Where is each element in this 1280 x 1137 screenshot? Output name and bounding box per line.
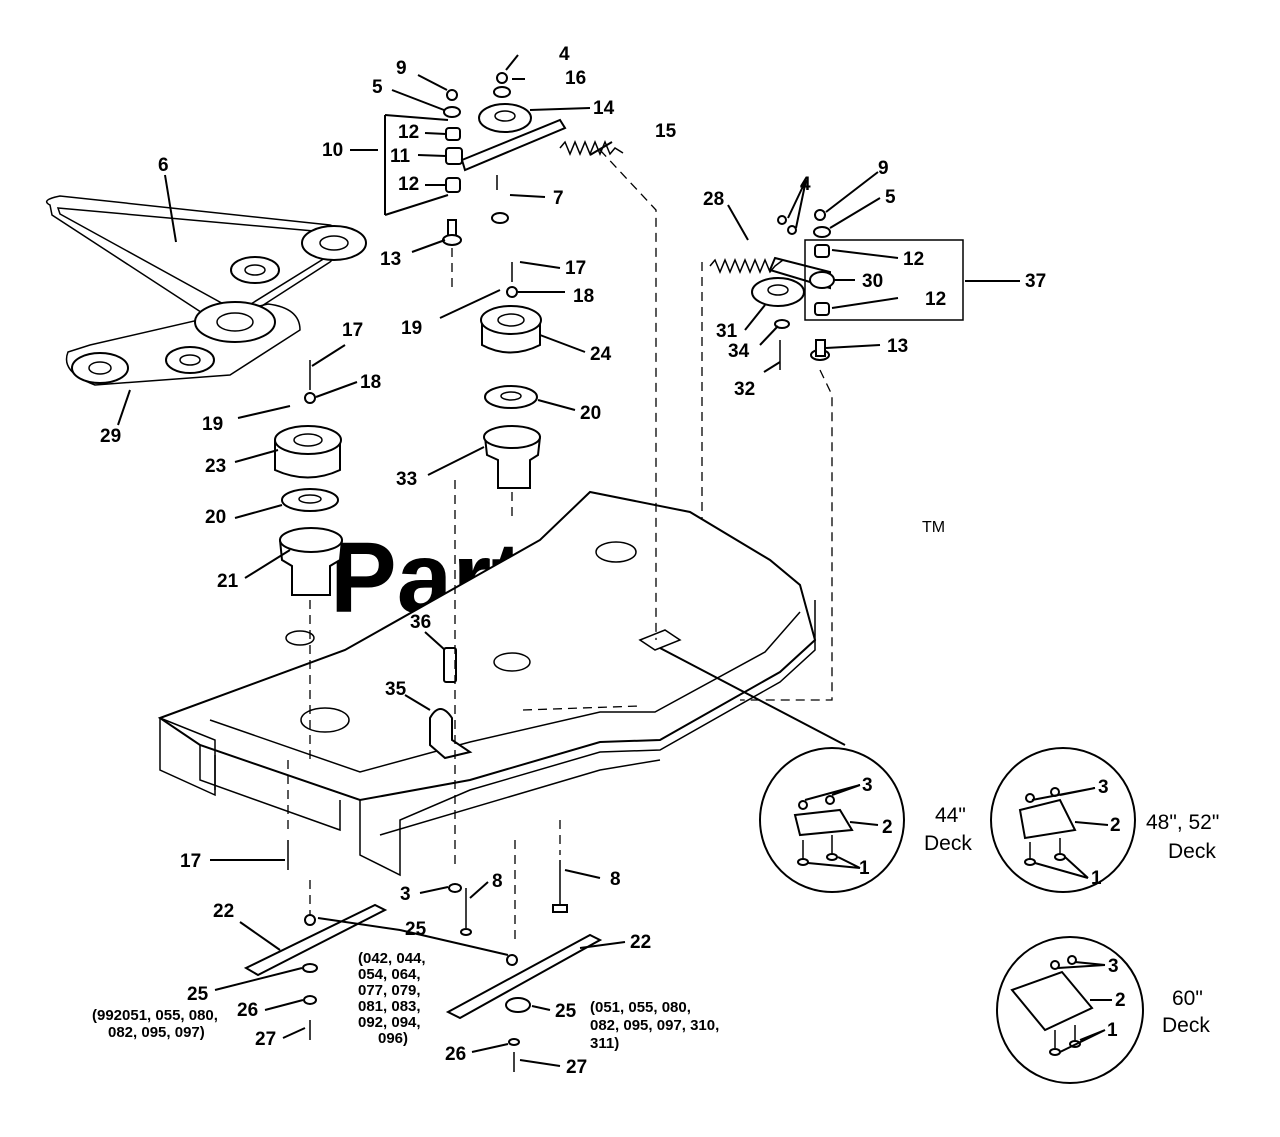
belt-assembly xyxy=(45,195,367,386)
callout-24: 24 xyxy=(590,344,612,365)
callout-17: 17 xyxy=(180,851,201,872)
spindle-center xyxy=(480,262,542,489)
callout-4: 4 xyxy=(800,174,811,195)
deck-detail-44 xyxy=(659,647,905,893)
callout-10: 10 xyxy=(322,140,343,161)
callout-18: 18 xyxy=(573,286,594,307)
callout-13: 13 xyxy=(887,336,908,357)
note-mid-line5: 092, 094, xyxy=(358,1014,421,1031)
callout-22: 22 xyxy=(213,901,234,922)
deck-detail-48-52 xyxy=(990,747,1136,893)
detail-48-callout-3: 3 xyxy=(1098,777,1109,798)
idler-assembly-right xyxy=(709,209,964,370)
callout-33: 33 xyxy=(396,469,417,490)
callout-8: 8 xyxy=(610,869,621,890)
callout-7: 7 xyxy=(553,188,564,209)
deck-detail-60 xyxy=(996,936,1144,1084)
callout-19: 19 xyxy=(401,318,422,339)
note-right-line2: 082, 095, 097, 310, xyxy=(590,1017,719,1034)
callout-11: 11 xyxy=(390,146,411,167)
detail-48-callout-1: 1 xyxy=(1091,868,1102,889)
callout-36: 36 xyxy=(410,612,431,633)
callout-12: 12 xyxy=(398,174,419,195)
callout-26: 26 xyxy=(237,1000,258,1021)
callout-35: 35 xyxy=(385,679,407,700)
callout-15: 15 xyxy=(655,121,677,142)
deck-48-52-size: 48", 52" xyxy=(1146,811,1219,834)
note-mid-line4: 081, 083, xyxy=(358,998,421,1015)
note-mid-line3: 077, 079, xyxy=(358,982,421,999)
detail-60-callout-2: 2 xyxy=(1115,990,1126,1011)
callout-17: 17 xyxy=(342,320,363,341)
detail-48-callout-2: 2 xyxy=(1110,815,1121,836)
mower-deck xyxy=(157,490,817,877)
spindle-left xyxy=(274,360,344,596)
callout-9: 9 xyxy=(878,158,889,179)
callout-4: 4 xyxy=(559,44,570,65)
deck-48-52-label: Deck xyxy=(1168,840,1216,863)
center-lines xyxy=(287,149,833,945)
deck-60-size: 60" xyxy=(1172,987,1203,1010)
callout-labels: 9 4 5 16 14 12 10 11 15 12 7 13 6 4 9 28… xyxy=(100,44,1126,1078)
callout-20: 20 xyxy=(580,403,601,424)
callout-12: 12 xyxy=(903,249,924,270)
note-right-line3: 311) xyxy=(590,1035,619,1052)
callout-30: 30 xyxy=(862,271,883,292)
callout-32: 32 xyxy=(734,379,755,400)
callout-34: 34 xyxy=(728,341,750,362)
deck-44-label: Deck xyxy=(924,832,972,855)
detail-60-callout-1: 1 xyxy=(1107,1020,1118,1041)
callout-13: 13 xyxy=(380,249,401,270)
detail-60-callout-3: 3 xyxy=(1108,956,1119,977)
callout-26: 26 xyxy=(445,1044,466,1065)
callout-19: 19 xyxy=(202,414,223,435)
callout-23: 23 xyxy=(205,456,226,477)
detail-44-callout-2: 2 xyxy=(882,817,893,838)
callout-25: 25 xyxy=(405,919,427,940)
callout-25: 25 xyxy=(187,984,209,1005)
callout-14: 14 xyxy=(593,98,615,119)
deck-60-label: Deck xyxy=(1162,1014,1210,1037)
callout-27: 27 xyxy=(566,1057,587,1078)
callout-9: 9 xyxy=(396,58,407,79)
bracket-35 xyxy=(429,647,473,760)
note-left-line2: 082, 095, 097) xyxy=(108,1024,205,1041)
model-notes: (992051, 055, 080, 082, 095, 097) (042, … xyxy=(92,950,719,1052)
callout-12: 12 xyxy=(398,122,419,143)
note-mid-line2: 054, 064, xyxy=(358,966,421,983)
note-mid-line6: 096) xyxy=(378,1030,408,1047)
note-right-line1: (051, 055, 080, xyxy=(590,999,691,1016)
callout-16: 16 xyxy=(565,68,586,89)
callout-20: 20 xyxy=(205,507,226,528)
note-left-line1: (992051, 055, 080, xyxy=(92,1007,218,1024)
deck-size-labels: 44" Deck 48", 52" Deck 60" Deck xyxy=(924,804,1219,1037)
callout-22: 22 xyxy=(630,932,651,953)
callout-27: 27 xyxy=(255,1029,276,1050)
note-mid-line1: (042, 044, xyxy=(358,950,426,967)
callout-6: 6 xyxy=(158,155,169,176)
callout-12: 12 xyxy=(925,289,946,310)
callout-3: 3 xyxy=(400,884,411,905)
callout-28: 28 xyxy=(703,189,724,210)
detail-44-callout-1: 1 xyxy=(859,858,870,879)
deck-44-size: 44" xyxy=(935,804,966,827)
trademark-mark: TM xyxy=(922,519,945,536)
callout-31: 31 xyxy=(716,321,738,342)
callout-25: 25 xyxy=(555,1001,577,1022)
callout-37: 37 xyxy=(1025,271,1046,292)
callout-5: 5 xyxy=(372,77,383,98)
callout-17: 17 xyxy=(565,258,586,279)
callout-29: 29 xyxy=(100,426,121,447)
detail-44-callout-3: 3 xyxy=(862,775,873,796)
callout-5: 5 xyxy=(885,187,896,208)
callout-18: 18 xyxy=(360,372,381,393)
callout-8: 8 xyxy=(492,871,503,892)
callout-21: 21 xyxy=(217,571,239,592)
leader-lines xyxy=(117,54,1112,1067)
